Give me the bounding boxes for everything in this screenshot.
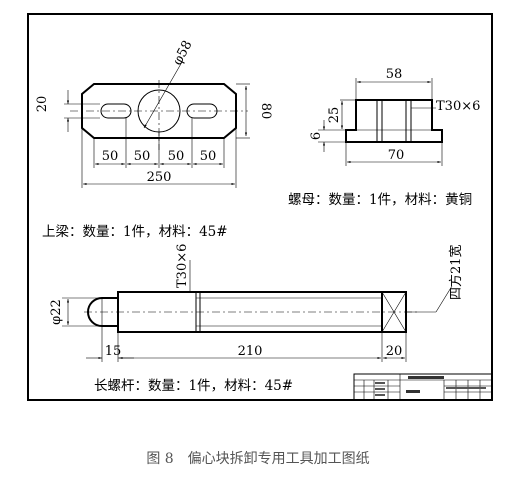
nut-thread-spec: T30×6 <box>436 99 480 114</box>
dim-bolt-210: 210 <box>238 344 263 359</box>
figure-caption: 图 8 偏心块拆卸专用工具加工图纸 <box>146 451 369 467</box>
dim-hole-diameter: φ58 <box>170 38 195 68</box>
dim-spacing-3: 50 <box>168 149 185 164</box>
dim-bolt-15: 15 <box>105 344 122 359</box>
dim-spacing-2: 50 <box>134 149 151 164</box>
dim-beam-length: 250 <box>147 170 172 185</box>
title-block <box>353 373 493 401</box>
top-beam-drawing <box>64 61 250 188</box>
dim-nut-58: 58 <box>386 67 403 82</box>
sheet-border <box>27 13 493 401</box>
dim-spacing-4: 50 <box>200 149 217 164</box>
top-beam-caption: 上梁：数量：1件，材料：45# <box>42 224 228 240</box>
dim-bolt-20: 20 <box>386 344 403 359</box>
long-bolt-caption: 长螺杆：数量：1件，材料：45# <box>94 378 293 394</box>
dim-nut-6: 6 <box>309 132 324 140</box>
dim-nut-70: 70 <box>388 148 405 163</box>
dim-bolt-diameter: φ22 <box>49 299 64 325</box>
bolt-square-note: 四方21宽 <box>448 244 464 300</box>
dim-spacing-1: 50 <box>102 149 119 164</box>
bolt-thread-spec: T30×6 <box>175 244 190 288</box>
dim-beam-height-80: 80 <box>258 103 273 120</box>
dim-nut-25: 25 <box>327 107 342 124</box>
dim-beam-height-20: 20 <box>35 96 50 113</box>
nut-caption: 螺母：数量：1件，材料：黄铜 <box>288 192 472 208</box>
nut-drawing <box>318 78 443 166</box>
long-bolt-drawing <box>62 260 453 362</box>
